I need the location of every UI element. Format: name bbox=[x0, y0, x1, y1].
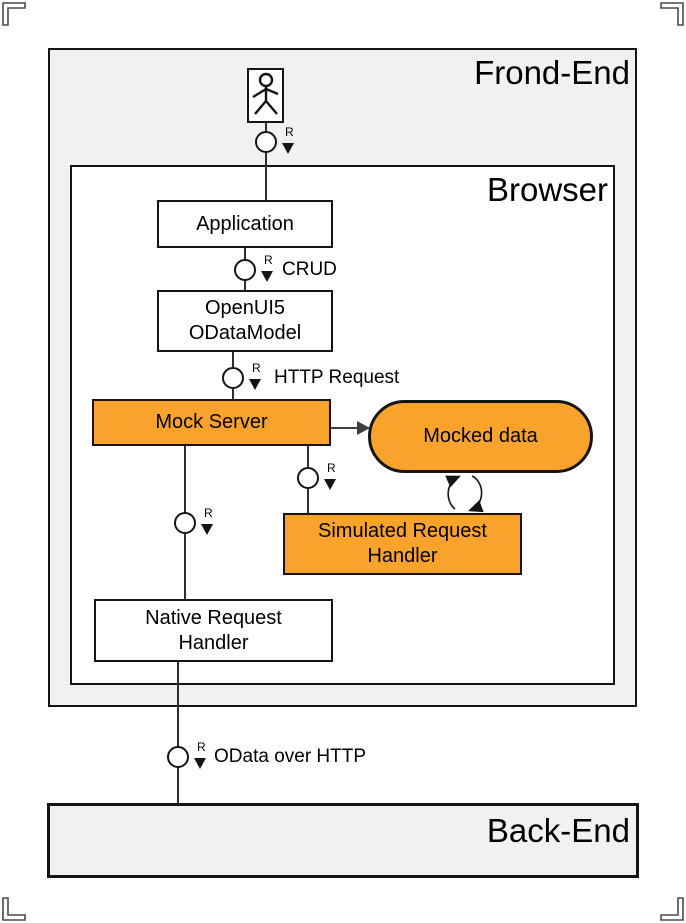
simulated-request-handler-node: Simulated Request Handler bbox=[283, 513, 522, 575]
application-label: Application bbox=[196, 212, 294, 235]
native-request-handler-label: Native Request Handler bbox=[145, 606, 282, 654]
connector-native-backend bbox=[177, 662, 179, 803]
crud-label: CRUD bbox=[282, 259, 337, 280]
application-node: Application bbox=[157, 200, 333, 248]
odata-model-node: OpenUI5 ODataModel bbox=[157, 290, 333, 352]
frontend-title: Frond-End bbox=[474, 54, 630, 91]
mock-server-node: Mock Server bbox=[92, 399, 331, 446]
right-arrow-icon bbox=[357, 421, 370, 435]
mock-server-label: Mock Server bbox=[155, 411, 268, 433]
lollipop-circle-icon bbox=[255, 131, 277, 153]
down-triangle-icon bbox=[261, 271, 273, 282]
crop-mark-icon bbox=[2, 2, 26, 26]
required-marker: R bbox=[252, 361, 261, 375]
lollipop-circle-icon bbox=[167, 746, 189, 768]
backend-panel: Back-End bbox=[47, 803, 639, 878]
http-request-label: HTTP Request bbox=[274, 367, 400, 388]
odata-model-label: OpenUI5 ODataModel bbox=[188, 297, 302, 344]
browser-title: Browser bbox=[486, 171, 608, 208]
lollipop-circle-icon bbox=[222, 367, 244, 389]
crop-mark-icon bbox=[2, 897, 26, 921]
user-actor-node bbox=[247, 68, 284, 123]
odata-over-http-label: OData over HTTP bbox=[214, 746, 367, 767]
lollipop-circle-icon bbox=[297, 467, 319, 489]
required-marker: R bbox=[197, 740, 206, 754]
lollipop-circle-icon bbox=[174, 512, 196, 534]
required-marker: R bbox=[285, 125, 294, 139]
backend-title: Back-End bbox=[486, 812, 630, 849]
mocked-data-label: Mocked data bbox=[423, 425, 538, 447]
crop-mark-icon bbox=[660, 897, 684, 921]
native-request-handler-node: Native Request Handler bbox=[94, 599, 333, 662]
crop-mark-icon bbox=[660, 2, 684, 26]
down-triangle-icon bbox=[249, 379, 261, 390]
connector-user-application bbox=[265, 123, 267, 200]
mockserver-to-mockeddata-line bbox=[331, 427, 359, 429]
required-marker: R bbox=[264, 253, 273, 267]
down-triangle-icon bbox=[194, 758, 206, 769]
mocked-data-node: Mocked data bbox=[368, 400, 593, 473]
down-triangle-icon bbox=[282, 143, 294, 154]
down-triangle-icon bbox=[201, 524, 213, 535]
required-marker: R bbox=[204, 506, 213, 520]
simulated-request-handler-label: Simulated Request Handler bbox=[318, 520, 487, 567]
down-triangle-icon bbox=[324, 479, 336, 490]
actor-icon bbox=[252, 72, 279, 115]
cycle-arrows-icon bbox=[445, 475, 484, 513]
required-marker: R bbox=[327, 461, 336, 475]
lollipop-circle-icon bbox=[234, 259, 256, 281]
